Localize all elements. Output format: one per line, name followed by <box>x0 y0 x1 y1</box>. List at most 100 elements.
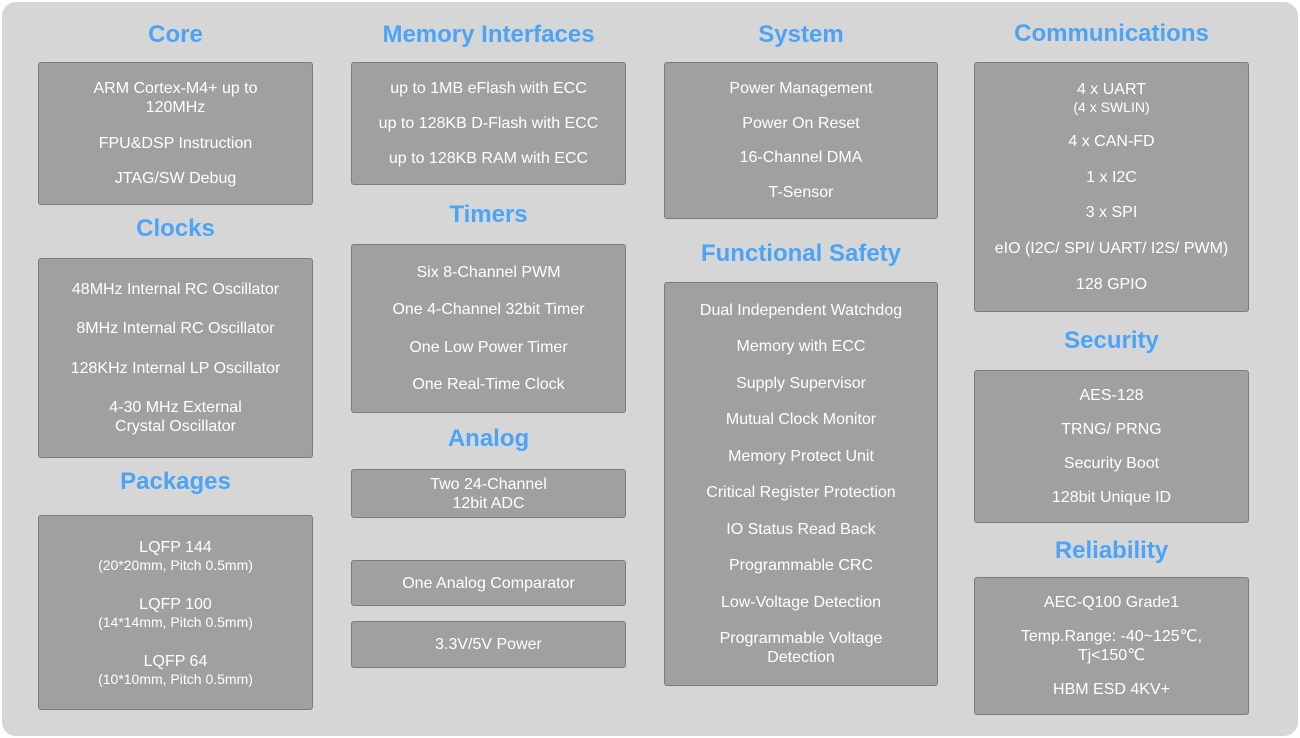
feature-item: up to 1MB eFlash with ECC <box>390 79 587 98</box>
feature-item-text: 48MHz Internal RC Oscillator <box>71 280 280 298</box>
feature-item: LQFP 100(14*14mm, Pitch 0.5mm) <box>98 595 253 630</box>
feature-item-text: One Real-Time Clock <box>412 375 565 393</box>
feature-item-text: Dual Independent Watchdog <box>699 301 903 319</box>
feature-item: 48MHz Internal RC Oscillator <box>72 280 279 299</box>
feature-item-text: T-Sensor <box>768 184 834 202</box>
feature-item: Critical Register Protection <box>706 483 895 502</box>
feature-item: Dual Independent Watchdog <box>700 301 902 320</box>
feature-item-text: up to 1MB eFlash with ECC <box>390 80 587 97</box>
feature-item-text: Memory Protect Unit <box>728 447 874 465</box>
feature-item-text: 3.3V/5V Power <box>435 636 542 653</box>
feature-item: TRNG/ PRNG <box>1061 420 1161 439</box>
feature-item-text: JTAG/SW Debug <box>114 169 237 187</box>
feature-item-subtext: (10*10mm, Pitch 0.5mm) <box>98 671 253 687</box>
feature-item: AES-128 <box>1079 386 1143 405</box>
feature-item: IO Status Read Back <box>726 520 875 539</box>
feature-item-text: Supply Supervisor <box>736 374 866 392</box>
section-title-packages: Packages <box>120 468 231 495</box>
feature-item-text: LQFP 144 <box>139 539 212 556</box>
feature-item: 1 x I2C <box>1086 168 1137 187</box>
feature-item-text: 128 GPIO <box>1075 276 1148 294</box>
feature-item: One 4-Channel 32bit Timer <box>392 300 584 319</box>
feature-item-subtext: (4 x SWLIN) <box>1073 98 1150 115</box>
feature-item-text: AES-128 <box>1079 387 1144 404</box>
feature-item-text: up to 128KB RAM with ECC <box>388 150 589 167</box>
section-title-functional-safety: Functional Safety <box>700 240 902 267</box>
feature-item-subtext: (14*14mm, Pitch 0.5mm) <box>98 614 253 630</box>
feature-item-text: TRNG/ PRNG <box>1061 421 1162 438</box>
feature-item: 4 x CAN-FD <box>1068 132 1154 151</box>
feature-item-text: FPU&DSP Instruction <box>98 134 253 152</box>
feature-item: up to 128KB D-Flash with ECC <box>379 114 599 133</box>
feature-item: Memory Protect Unit <box>728 447 874 466</box>
feature-item: Supply Supervisor <box>736 374 866 393</box>
section-box-analog: One Analog Comparator <box>351 560 626 606</box>
feature-item-text: Critical Register Protection <box>706 484 896 502</box>
feature-item: 8MHz Internal RC Oscillator <box>76 319 274 338</box>
feature-item: FPU&DSP Instruction <box>99 134 253 153</box>
section-title-reliability: Reliability <box>1054 537 1169 564</box>
feature-item-text: IO Status Read Back <box>726 520 876 538</box>
feature-item-text: Six 8-Channel PWM <box>416 264 561 282</box>
feature-item-text: Programmable Voltage <box>719 630 883 648</box>
feature-item-text: 1 x I2C <box>1086 168 1137 186</box>
feature-item-text: Low-Voltage Detection <box>720 593 882 611</box>
feature-item: 128 GPIO <box>1076 275 1147 294</box>
section-title-system: System <box>758 21 844 48</box>
section-box-memory-interfaces: up to 1MB eFlash with ECC up to 128KB D-F… <box>351 62 626 185</box>
feature-item: AEC-Q100 Grade1 <box>1044 593 1179 612</box>
column-2: Memory Interfaces up to 1MB eFlash with E… <box>351 2 626 736</box>
feature-item-text: 128bit Unique ID <box>1051 489 1172 506</box>
feature-item-text: Two 24-Channel <box>430 475 547 493</box>
feature-item: LQFP 64(10*10mm, Pitch 0.5mm) <box>98 652 253 687</box>
feature-item: eIO (I2C/ SPI/ UART/ I2S/ PWM) <box>995 239 1229 258</box>
section-box-timers: Six 8-Channel PWM One 4-Channel 32bit Tim… <box>351 244 626 413</box>
feature-item: Security Boot <box>1064 454 1159 473</box>
feature-item-text: AEC-Q100 Grade1 <box>1043 594 1180 611</box>
feature-item-subtext: (20*20mm, Pitch 0.5mm) <box>98 557 253 573</box>
feature-item-text: 4-30 MHz External <box>109 399 242 417</box>
feature-item-text: Memory with ECC <box>736 338 866 356</box>
feature-item: 3.3V/5V Power <box>435 635 542 654</box>
feature-item: One Analog Comparator <box>402 574 575 593</box>
feature-item-text: ARM Cortex-M4+ up to <box>93 80 258 98</box>
feature-item: Power Management <box>729 79 872 98</box>
section-box-analog: 3.3V/5V Power <box>351 621 626 668</box>
feature-item-text: One Low Power Timer <box>409 338 568 356</box>
feature-item-text: Detection <box>767 649 835 667</box>
feature-item-text: Power On Reset <box>742 114 860 132</box>
feature-item: LQFP 144(20*20mm, Pitch 0.5mm) <box>98 538 253 573</box>
section-title-core: Core <box>148 21 203 48</box>
feature-item: Mutual Clock Monitor <box>726 410 876 429</box>
feature-item-text: 3 x SPI <box>1085 204 1138 222</box>
feature-item-text: 128KHz Internal LP Oscillator <box>70 359 281 377</box>
feature-item-text: Programmable CRC <box>728 557 874 575</box>
section-box-packages: LQFP 144(20*20mm, Pitch 0.5mm) LQFP 100(1… <box>38 515 313 710</box>
feature-item: Temp.Range: -40~125℃,Tj<150℃ <box>1021 627 1202 665</box>
feature-item-text: Mutual Clock Monitor <box>725 411 877 429</box>
feature-item-text: 4 x UART <box>1076 80 1147 98</box>
feature-item: 128KHz Internal LP Oscillator <box>71 359 281 378</box>
section-title-communications: Communications <box>1014 20 1209 47</box>
feature-item: JTAG/SW Debug <box>115 169 237 188</box>
feature-item: Programmable CRC <box>729 556 873 575</box>
section-title-timers: Timers <box>449 201 528 228</box>
feature-item-text: 12bit ADC <box>452 494 525 512</box>
feature-item: HBM ESD 4KV+ <box>1053 680 1170 699</box>
feature-item: One Low Power Timer <box>409 338 567 357</box>
feature-item: up to 128KB RAM with ECC <box>389 149 588 168</box>
section-title-analog: Analog <box>447 425 530 452</box>
feature-item-text: Tj<150℃ <box>1077 647 1146 664</box>
section-title-memory-interfaces: Memory Interfaces <box>382 21 595 48</box>
feature-item: Low-Voltage Detection <box>721 593 881 612</box>
